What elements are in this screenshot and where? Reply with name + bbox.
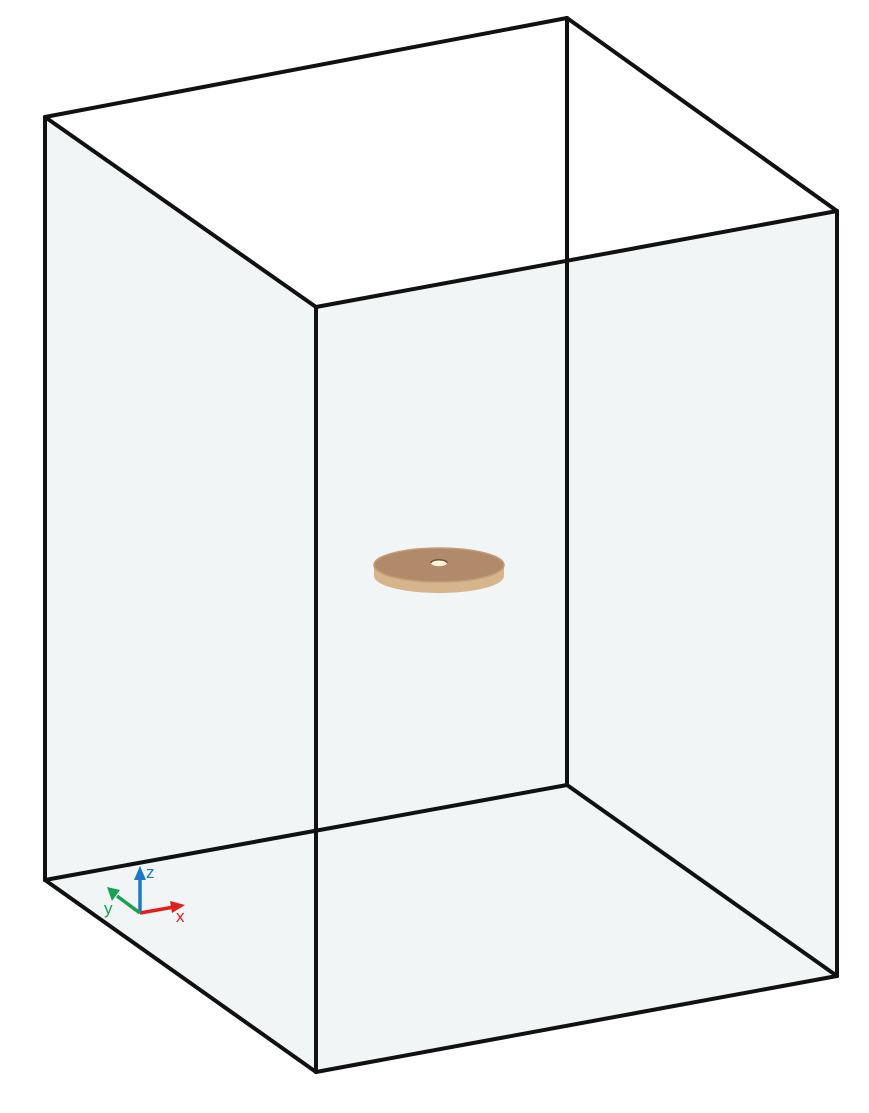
box-front-edges	[43, 16, 839, 1074]
y-axis-label: y	[104, 899, 113, 918]
washer-hole	[431, 559, 447, 567]
z-axis-arrow-icon	[134, 866, 146, 880]
washer-object[interactable]	[373, 547, 505, 593]
box-edge-back-bottom-right	[565, 783, 839, 978]
box-back-edges	[43, 16, 839, 978]
y-axis-arrow-icon	[107, 887, 120, 901]
x-axis-label: x	[176, 907, 185, 926]
y-axis-line	[115, 894, 142, 915]
washer-top-shading	[373, 547, 505, 583]
washer-hole-inner-wall	[430, 559, 448, 564]
box-edge-bottom-front-right	[314, 974, 839, 1074]
box-edge-back-bottom-left	[43, 783, 569, 882]
box-edge-top-front-right	[314, 209, 839, 309]
box-front-right-face	[316, 211, 837, 1072]
box-edge-top-back-left	[43, 16, 569, 119]
x-axis-arrow-icon	[170, 901, 185, 913]
box-edge-top-front-left	[43, 115, 318, 309]
axis-triad: z x y	[104, 863, 185, 926]
box-edge-top-back-right	[565, 16, 839, 213]
x-axis-line	[139, 905, 175, 915]
box-front-left-face	[45, 117, 316, 1072]
box-edge-bottom-front-left	[43, 878, 318, 1074]
z-axis-label: z	[146, 863, 155, 882]
bounding-box	[43, 16, 839, 1074]
